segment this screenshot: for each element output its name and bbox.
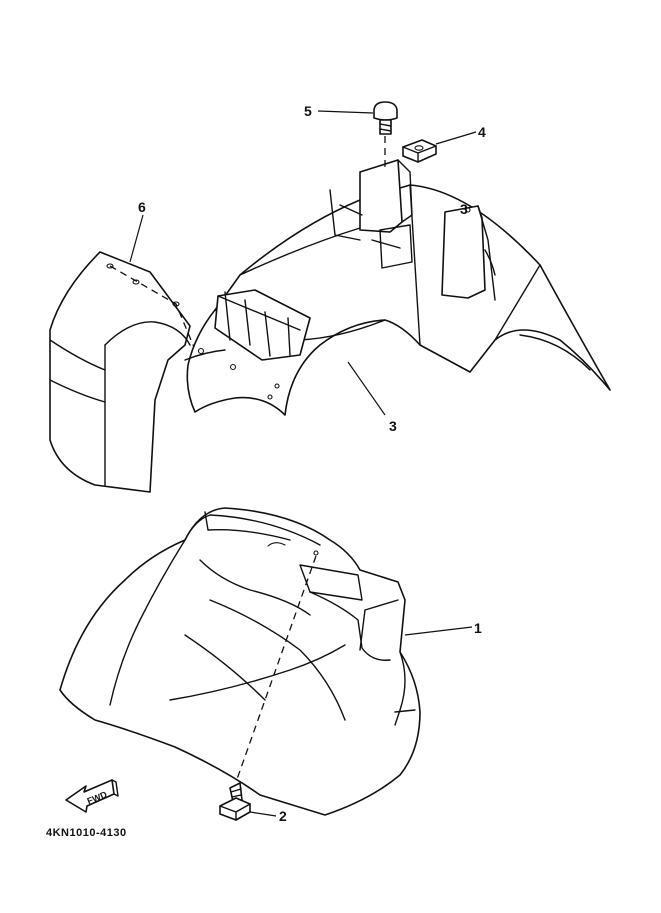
forward-direction-arrow: FWD: [65, 779, 119, 813]
mud-flap-part-6: [49, 214, 197, 493]
callout-5: 5: [304, 103, 312, 119]
callout-3: 3: [389, 418, 397, 434]
callout-6: 6: [138, 199, 146, 215]
rear-fender-part-3: [184, 159, 611, 416]
callout-2: 2: [279, 808, 287, 824]
bolt-part-5: [317, 101, 398, 172]
callout-4: 4: [478, 124, 486, 140]
callout-1: 1: [474, 620, 482, 636]
reference-code: 4KN1010-4130: [46, 827, 127, 839]
screw-part-2: [219, 782, 277, 821]
callout-3-tab: 3: [460, 201, 468, 217]
front-fender-part-1: [59, 507, 473, 816]
clip-nut-part-4: [402, 131, 477, 163]
